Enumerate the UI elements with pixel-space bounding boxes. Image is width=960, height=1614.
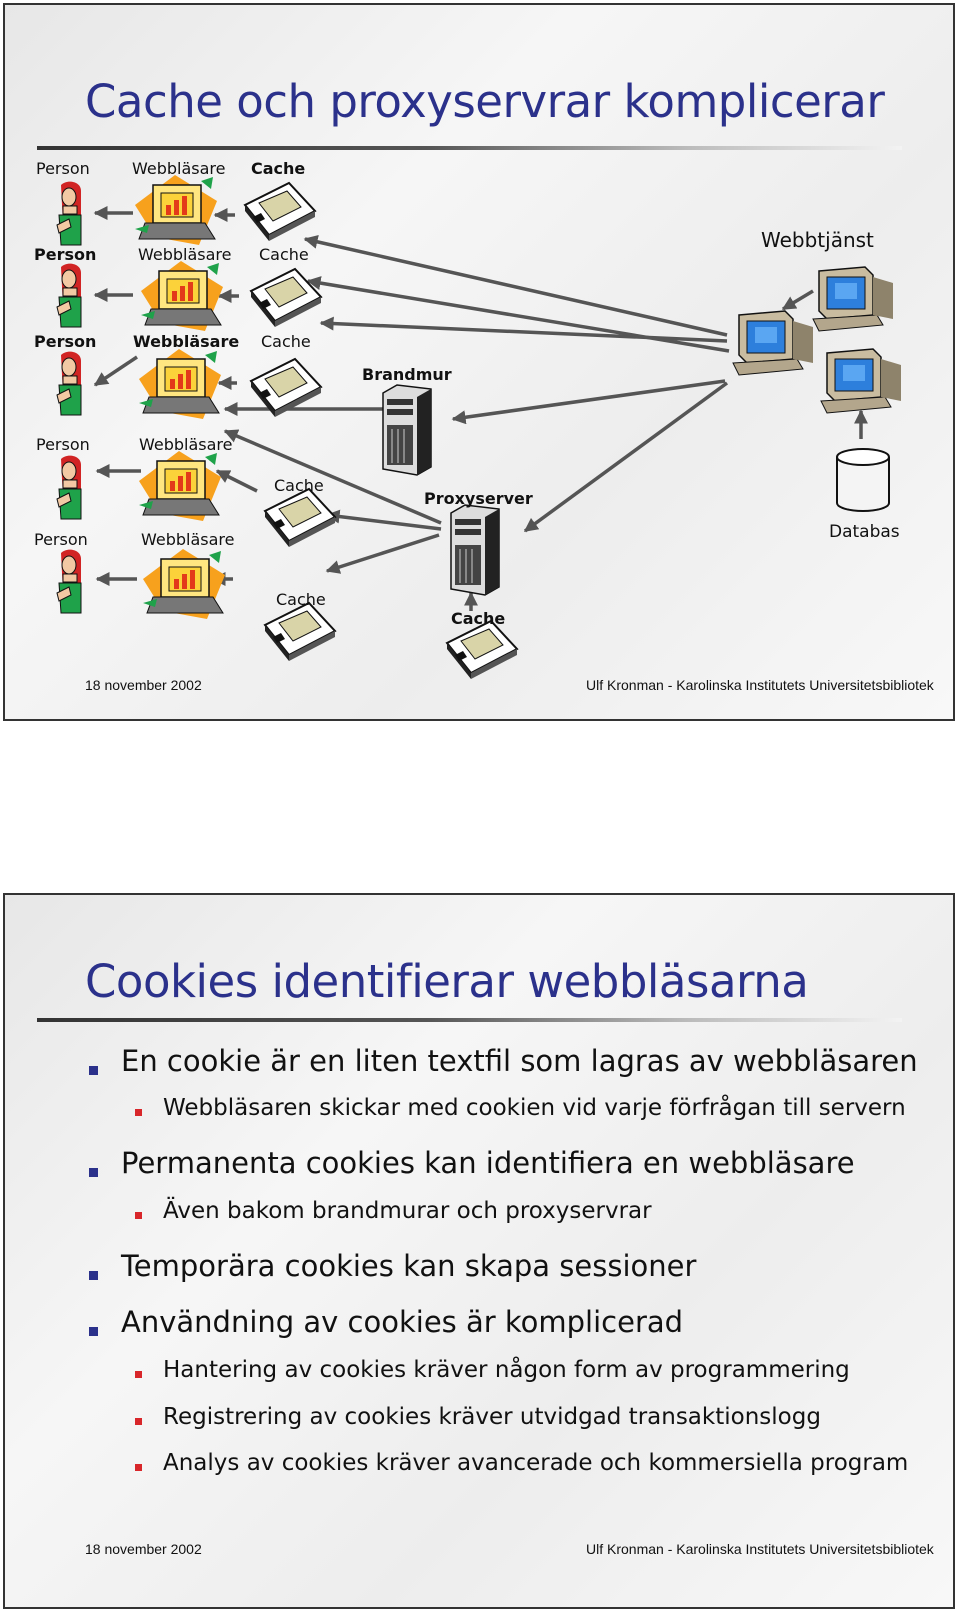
row5-cache-label: Cache	[276, 590, 326, 609]
web-server-icon	[812, 266, 894, 332]
person-icon	[56, 549, 82, 614]
cache-icon	[264, 488, 336, 548]
bullet-item: Temporära cookies kan skapa sessioner	[121, 1249, 697, 1283]
row1-browser-label: Webbläsare	[132, 159, 226, 178]
person-icon	[56, 455, 82, 520]
person-icon	[56, 263, 82, 328]
bullet-marker	[89, 1327, 98, 1336]
slide-title: Cache och proxyservrar komplicerar	[85, 75, 885, 128]
connection-arrows	[93, 206, 868, 611]
browser-icon	[140, 260, 224, 332]
firewall-label: Brandmur	[362, 365, 452, 384]
bullet-item: Permanenta cookies kan identifiera en we…	[121, 1146, 855, 1180]
sub-bullet-item: Analys av cookies kräver avancerade och …	[163, 1450, 909, 1476]
browser-icon	[134, 174, 218, 246]
sub-bullet-marker	[135, 1464, 142, 1471]
sub-bullet-marker	[135, 1109, 142, 1116]
sub-bullet-item: Hantering av cookies kräver någon form a…	[163, 1357, 850, 1383]
bullet-marker	[89, 1271, 98, 1280]
cache-icon	[244, 182, 316, 242]
sub-bullet-marker	[135, 1212, 142, 1219]
footer-credit: Ulf Kronman - Karolinska Institutets Uni…	[586, 677, 934, 693]
row5-browser-label: Webbläsare	[141, 530, 235, 549]
sub-bullet-marker	[135, 1418, 142, 1425]
slide-cookies: Cookies identifierar webbläsarna En cook…	[3, 893, 955, 1609]
row2-browser-label: Webbläsare	[138, 245, 232, 264]
person-icon	[56, 181, 82, 246]
sub-bullet-item: Webbläsaren skickar med cookien vid varj…	[163, 1095, 906, 1121]
row1-cache-label: Cache	[251, 159, 305, 178]
row3-browser-label: Webbläsare	[133, 332, 239, 351]
row4-browser-label: Webbläsare	[139, 435, 233, 454]
row2-cache-label: Cache	[259, 245, 309, 264]
webservice-label: Webbtjänst	[761, 228, 874, 252]
browser-icon	[138, 348, 222, 420]
footer-date: 18 november 2002	[85, 1541, 202, 1557]
row3-cache-label: Cache	[261, 332, 311, 351]
sub-bullet-item: Registrering av cookies kräver utvidgad …	[163, 1404, 821, 1430]
proxy-server-icon	[450, 504, 500, 596]
title-rule	[37, 1018, 902, 1022]
browser-icon	[138, 450, 222, 522]
web-server-icon	[820, 348, 902, 414]
row3-person-label: Person	[34, 332, 96, 351]
cache-icon	[264, 602, 336, 662]
slide-cache-proxy: Cache och proxyservrar komplicerar	[3, 3, 955, 721]
slide-title: Cookies identifierar webbläsarna	[85, 955, 809, 1008]
bullet-item: En cookie är en liten textfil som lagras…	[121, 1044, 918, 1078]
row1-person-label: Person	[36, 159, 90, 178]
title-rule	[37, 146, 902, 150]
sub-bullet-item: Även bakom brandmurar och proxyservrar	[163, 1198, 652, 1224]
row4-person-label: Person	[36, 435, 90, 454]
proxy-label: Proxyserver	[424, 489, 533, 508]
row5-person-label: Person	[34, 530, 88, 549]
network-diagram: Person Webbläsare Cache Person Webbläsar…	[34, 159, 902, 680]
bullet-marker	[89, 1168, 98, 1177]
footer-credit: Ulf Kronman - Karolinska Institutets Uni…	[586, 1541, 934, 1557]
web-server-icon	[732, 310, 814, 376]
sub-bullet-marker	[135, 1371, 142, 1378]
row4-cache-label: Cache	[274, 476, 324, 495]
person-icon	[56, 351, 82, 416]
bullet-marker	[89, 1066, 98, 1075]
bullet-item: Användning av cookies är komplicerad	[121, 1305, 684, 1339]
proxy-cache-icon	[446, 620, 518, 680]
proxy-cache-label: Cache	[451, 609, 505, 628]
firewall-server-icon	[382, 384, 432, 476]
cache-icon	[250, 268, 322, 328]
row2-person-label: Person	[34, 245, 96, 264]
browser-icon	[142, 548, 226, 620]
footer-date: 18 november 2002	[85, 677, 202, 693]
database-icon	[836, 448, 890, 512]
database-label: Databas	[829, 522, 900, 542]
